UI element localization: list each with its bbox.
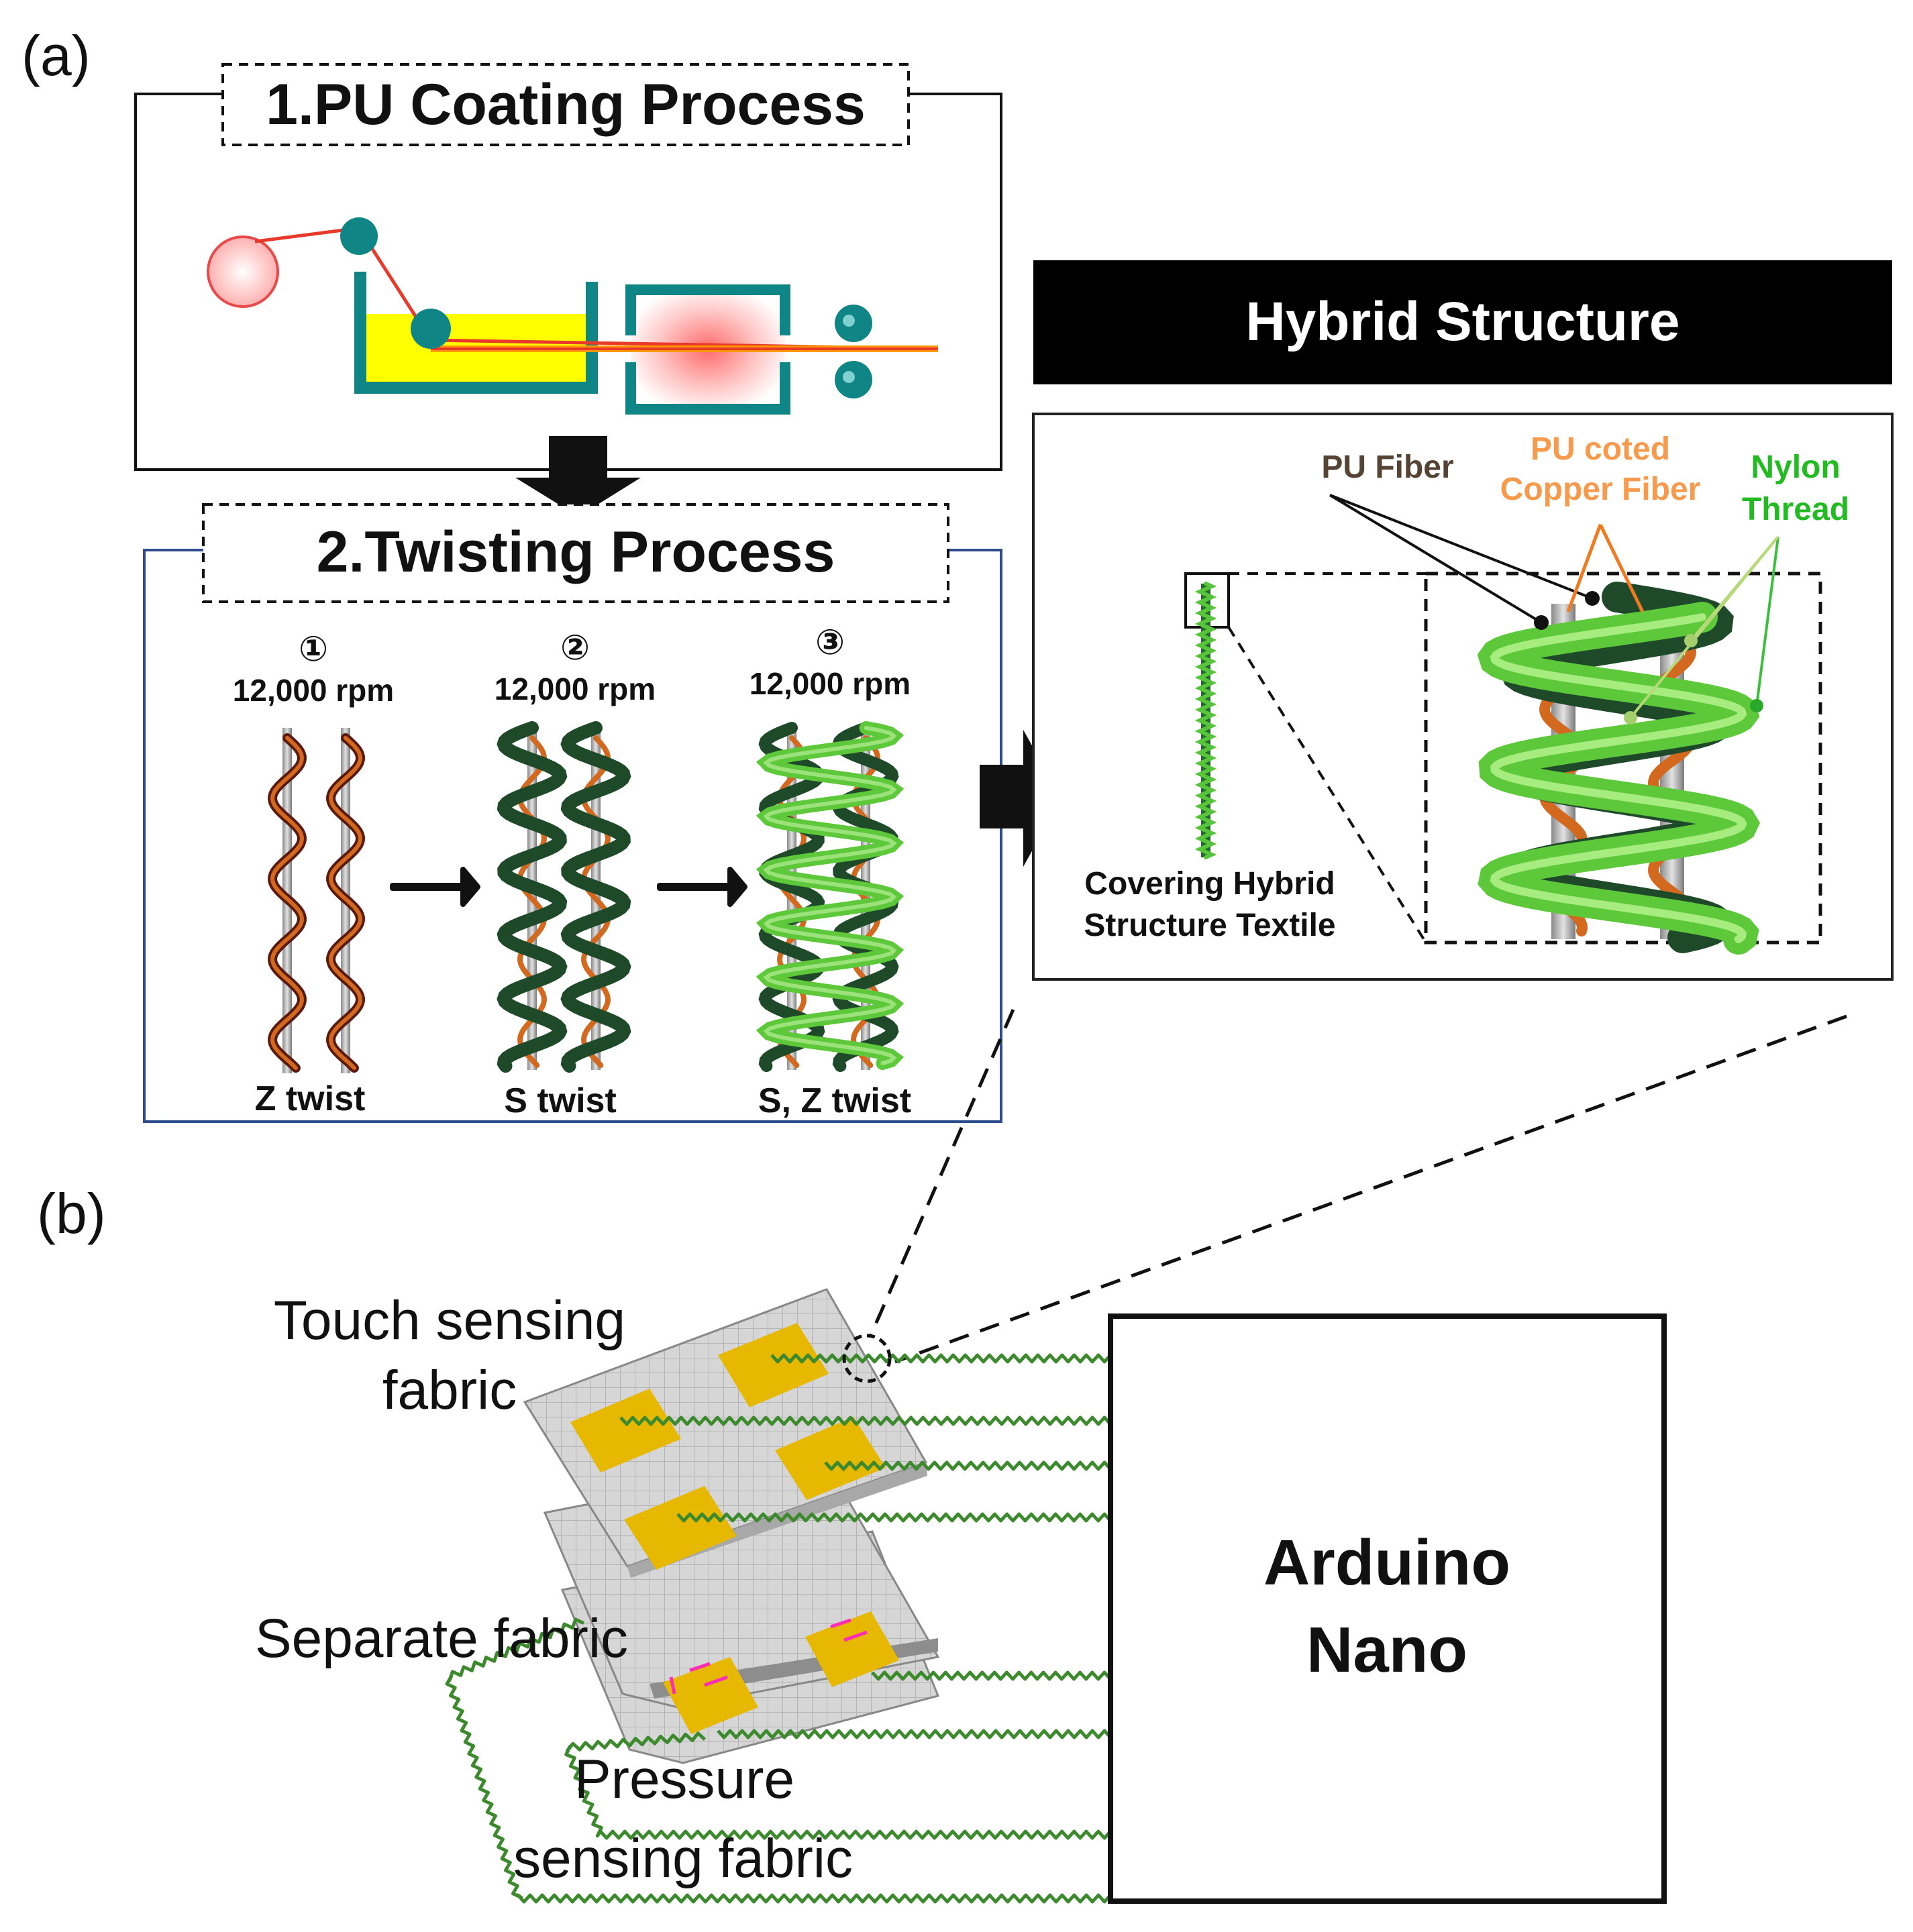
dark-nylon-wrap [560,721,631,1073]
step-3-caption: S, Z twist [758,1081,911,1120]
zoom-guide-line [1227,626,1427,944]
arduino-nano-board [1108,1313,1667,1904]
touch-pad [624,1486,737,1570]
guide-roller-top [340,217,378,255]
step-1-number: ① [299,630,328,669]
touch-wire [824,1460,1112,1471]
dark-nylon-wrap [497,721,568,1073]
panel-a-label: (a) [21,24,91,87]
zoom-leader-line [869,1008,1015,1336]
pressure-wire [564,1731,1112,1840]
step-3-number: ③ [815,623,845,662]
touch-pad [570,1389,681,1472]
fiber-path [254,226,939,351]
pressure-contact-marks [669,1618,868,1695]
roller-highlight [843,315,855,327]
zoom-circle [842,1334,892,1383]
pu-coating-box [134,93,1002,471]
touch-wire [676,1512,1112,1523]
covering-hybrid-textile [1194,582,1217,859]
touch-fabric-label-line1: Touch sensing [274,1290,625,1351]
right-arrow-icon [390,867,480,907]
touch-pad [775,1417,886,1500]
touch-pad [718,1323,829,1407]
pressure-wire [445,1617,1112,1904]
touch-wire [619,1415,1112,1426]
step-2-speed: 12,000 rpm [495,672,656,706]
pressure-wire [717,1729,1112,1739]
pressure-fabric-label-line2: sensing fabric [513,1828,853,1889]
arduino-label-line1: Arduino [1263,1527,1510,1599]
arduino-label-line2: Nano [1306,1614,1467,1686]
right-arrow-icon [657,867,747,907]
step-1-speed: 12,000 rpm [233,673,394,708]
pu-fiber-label: PU Fiber [1321,449,1453,485]
pressure-wire [871,1670,1112,1681]
pu-copper-label-line2: Copper Fiber [1500,472,1701,507]
copper-fiber-wrap-highlight [329,736,362,1070]
down-arrow-icon [515,436,641,517]
twisting-title-box [202,503,949,603]
pressure-pad [663,1657,758,1734]
panel-b-label: (b) [37,1182,106,1245]
twisting-title: 2.Twisting Process [317,520,835,584]
zoom-leader-line [894,1014,1847,1364]
twist-illustrations [268,721,904,1073]
nylon-label-line1: Nylon [1751,449,1840,485]
step-1-caption: Z twist [255,1079,366,1118]
label-pointers [1329,494,1779,724]
pu-coating-title: 1.PU Coating Process [266,72,866,137]
hybrid-title: Hybrid Structure [1246,291,1680,352]
zoomed-hybrid-helix [1477,582,1761,955]
light-nylon-highlight [763,726,897,1065]
touch-wire [770,1353,1112,1364]
nylon-label-line2: Thread [1742,492,1849,527]
pressure-fabric-label-line1: Pressure [574,1749,794,1810]
roller-highlight [843,371,855,383]
supply-spool [207,235,279,308]
guide-roller-bath [411,309,451,349]
light-nylon-highlight [1490,613,1747,943]
textile-wrap [1194,582,1217,859]
touch-fabric-label-line2: fabric [382,1360,517,1421]
pu-copper-label-line1: PU coted [1531,431,1670,467]
step-2-number: ② [560,629,590,667]
drying-oven [625,284,790,415]
hybrid-title-bar [1033,260,1892,384]
dark-nylon-wrap [758,722,825,1072]
step-2-caption: S twist [504,1081,617,1120]
copper-fiber-wrap-highlight [270,736,304,1070]
textile-label-line1: Covering Hybrid [1084,866,1335,902]
pu-coating-title-box [221,63,910,146]
textile-label-line2: Structure Textile [1084,908,1335,943]
conductive-yarn-wires [445,1353,1112,1904]
pressure-pad [805,1611,899,1687]
separate-fabric-label: Separate fabric [255,1608,628,1669]
step-3-speed: 12,000 rpm [749,666,911,701]
pu-coating-line-illustration [207,217,939,415]
